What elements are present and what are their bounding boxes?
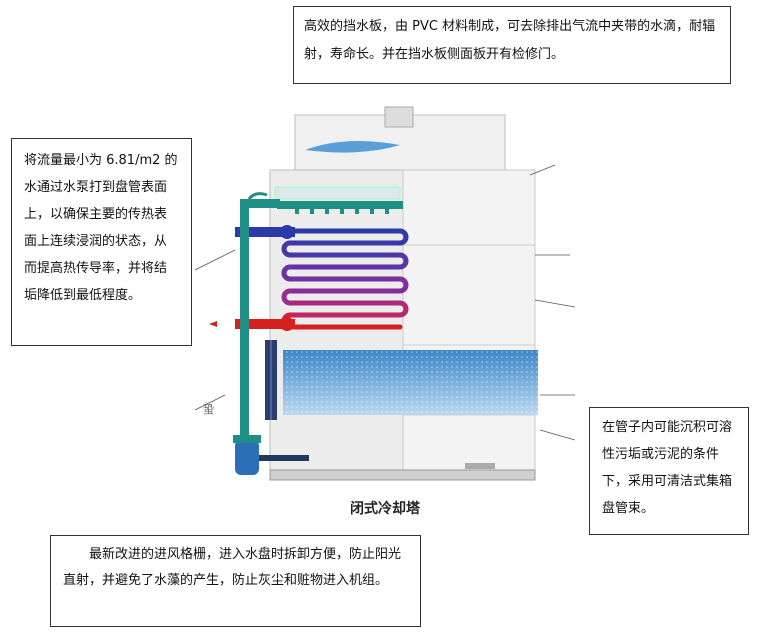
leader-lines xyxy=(195,164,575,441)
spray-header xyxy=(277,201,403,209)
callout-drift-eliminator: 高效的挡水板，由 PVC 材料制成，可去除排出气流中夹带的水滴，耐辐射，寿命长。… xyxy=(293,6,731,84)
coil-outlet-pipe xyxy=(235,319,295,329)
callout-spray-water: 将流量最小为 6.81/m2 的水通过水泵打到盘管表面上，以确保主要的传热表面上… xyxy=(11,138,192,346)
spray-pump xyxy=(235,440,259,475)
coil-inlet-pipe xyxy=(235,227,295,237)
drift-eliminator xyxy=(274,186,401,200)
cooling-tower-diagram: 蛩 闭式冷却塔 xyxy=(195,106,575,517)
callout-air-inlet-louver: 最新改进的进风格栅，进入水盘时拆卸方便，防止阳光直射，并避免了水藻的产生，防止灰… xyxy=(50,535,421,627)
diagram-caption: 闭式冷却塔 xyxy=(350,500,421,517)
cold-water-basin xyxy=(269,469,536,481)
side-glyph: 蛩 xyxy=(203,403,214,416)
callout-coil-bundle: 在管子内可能沉积可溶性污垢或污泥的条件下，采用可清洁式集箱盘管束。 xyxy=(589,407,749,535)
water-drift-plume xyxy=(305,141,400,153)
access-panel xyxy=(402,169,536,476)
heat-exchange-coil xyxy=(281,228,409,330)
spray-riser-pipe xyxy=(240,203,249,465)
spray-nozzles xyxy=(295,209,389,214)
fan-stack xyxy=(384,106,414,128)
